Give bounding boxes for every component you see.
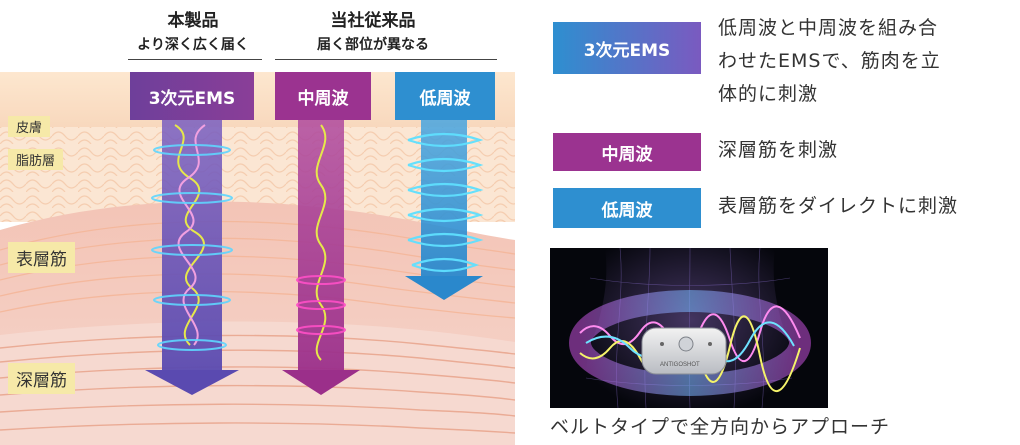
others-divider xyxy=(275,59,497,60)
low-frequency-arrow xyxy=(405,118,484,300)
legend-desc-line: わせたEMSで、筋肉を立 xyxy=(718,50,941,72)
others-title: 当社従来品 xyxy=(330,11,416,31)
ours-subtitle: より深く広く届く xyxy=(137,37,249,53)
legend-desc-mid-frequency: 深層筋を刺激 xyxy=(718,134,1018,167)
legend-tag-mid-frequency: 中周波 xyxy=(553,133,701,171)
legend-tag-low-frequency: 低周波 xyxy=(553,188,701,228)
legend-desc-line: 体的に刺激 xyxy=(718,83,819,105)
skin-layer-label: 皮膚 xyxy=(8,116,51,137)
ems-3d-arrow xyxy=(145,118,239,395)
legend-desc-line: 低周波と中周波を組み合 xyxy=(718,17,939,39)
fat-layer-label: 脂肪層 xyxy=(8,149,64,170)
low-frequency-label: 低周波 xyxy=(395,72,495,120)
photo-caption: ベルトタイプで全方向からアプローチ xyxy=(550,416,891,438)
ems-3d-label: 3次元EMS xyxy=(130,72,254,120)
tissue-layers-illustration xyxy=(0,70,515,445)
mid-frequency-label: 中周波 xyxy=(275,72,371,120)
legend-desc-low-frequency: 表層筋をダイレクトに刺激 xyxy=(718,190,1018,223)
deep-muscle-label: 深層筋 xyxy=(8,363,75,394)
device-brand-text: ANTIGOSHOT xyxy=(660,362,700,368)
surface-muscle-label: 表層筋 xyxy=(8,242,75,273)
ours-divider xyxy=(128,59,262,60)
belt-product-photo: ANTIGOSHOT xyxy=(550,248,828,408)
legend-tag-ems-3d: 3次元EMS xyxy=(553,22,701,74)
ours-title: 本製品 xyxy=(167,11,219,31)
mid-frequency-arrow xyxy=(282,118,360,395)
legend-desc-line: 深層筋を刺激 xyxy=(718,139,839,161)
belt-illustration: ANTIGOSHOT xyxy=(550,248,828,408)
legend-desc-ems-3d: 低周波と中周波を組み合 わせたEMSで、筋肉を立 体的に刺激 xyxy=(718,12,1018,111)
legend-desc-line: 表層筋をダイレクトに刺激 xyxy=(718,195,959,217)
others-subtitle: 届く部位が異なる xyxy=(317,37,429,53)
ems-depth-diagram: 本製品 より深く広く届く 当社従来品 届く部位が異なる 3次元EMS 中周波 低… xyxy=(0,11,515,445)
